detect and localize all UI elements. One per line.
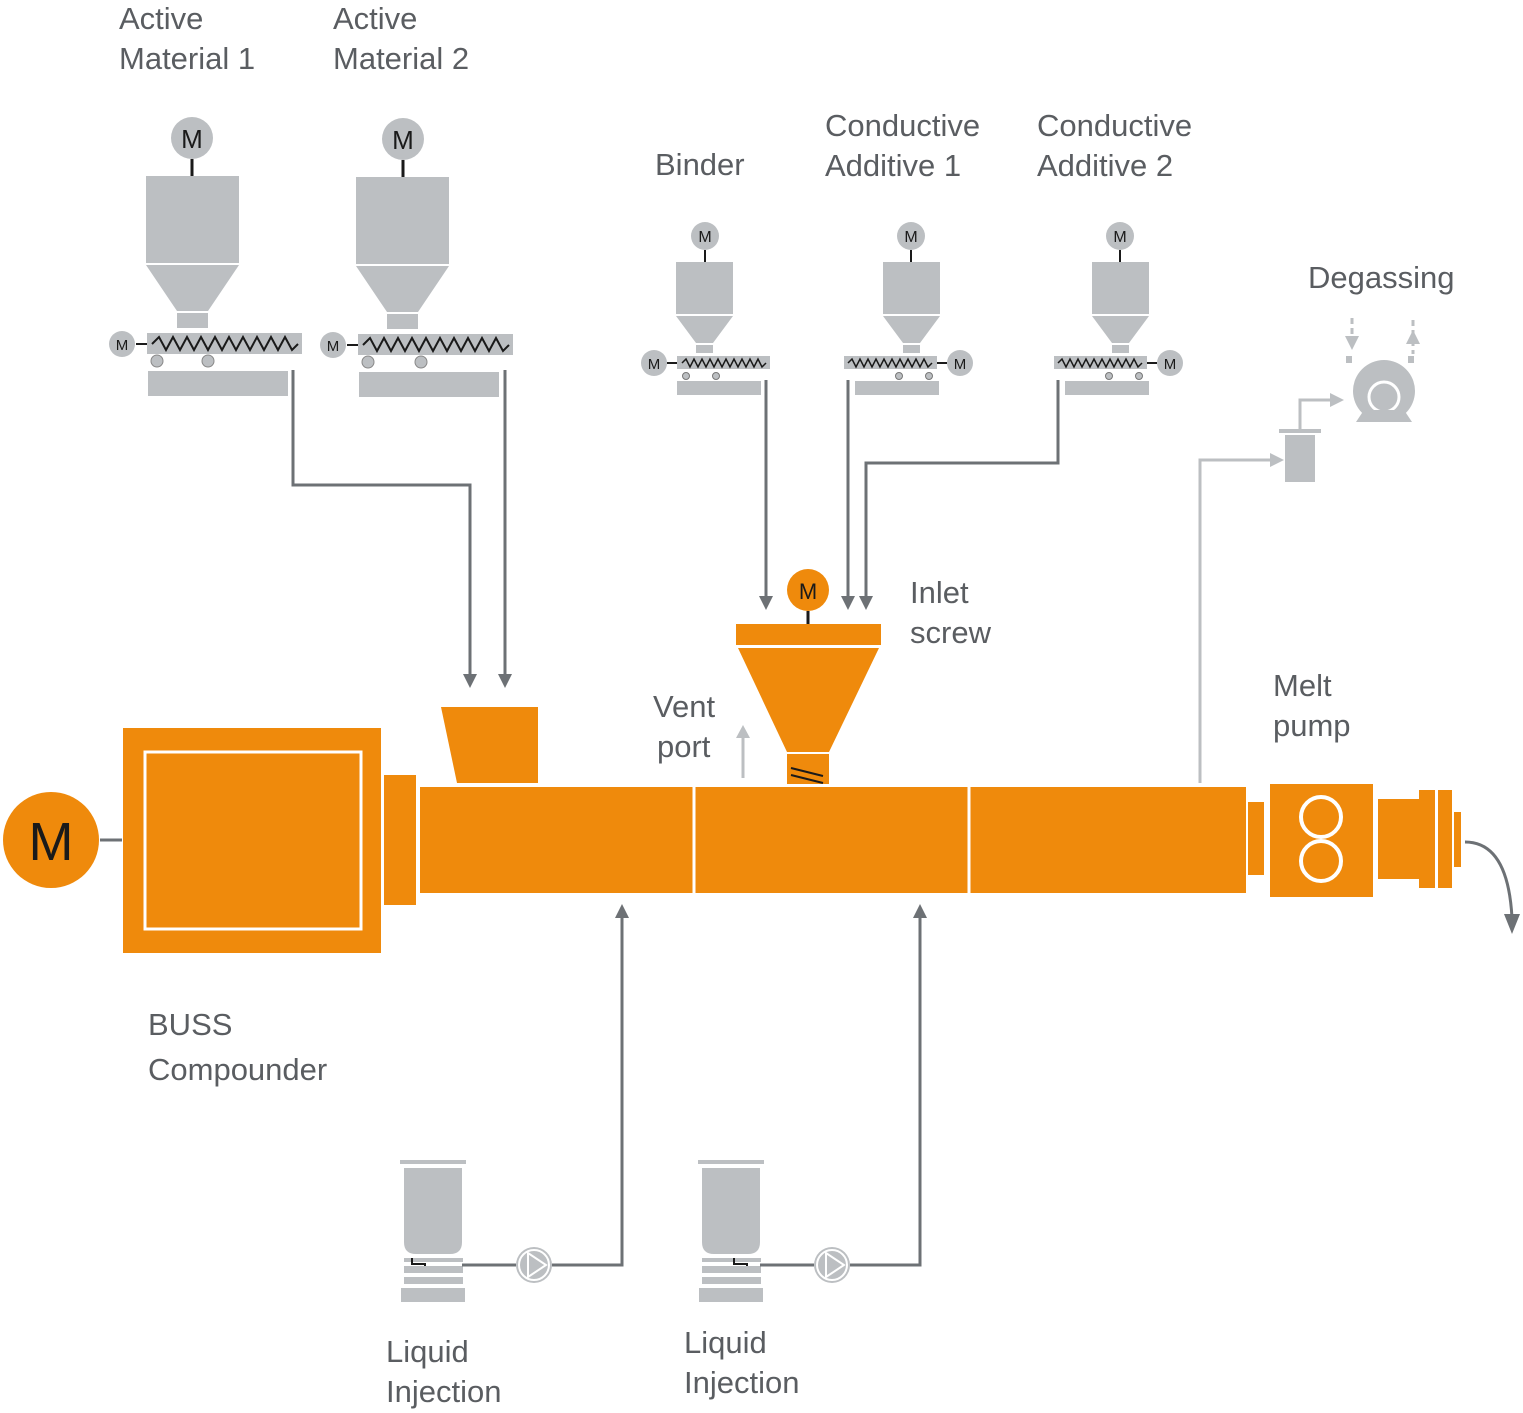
discharge-arrow xyxy=(1464,840,1520,934)
pump-icon xyxy=(814,1247,850,1283)
svg-text:M: M xyxy=(799,579,817,604)
active-material-2-label: Active Material 2 xyxy=(333,1,469,76)
degassing-unit xyxy=(1198,318,1420,783)
motor-icon xyxy=(691,222,719,250)
melt-pump-label: Melt pump xyxy=(1273,668,1351,743)
svg-text:M: M xyxy=(904,229,917,246)
motor-icon xyxy=(109,331,135,357)
svg-text:M: M xyxy=(1164,356,1177,373)
conductive-additive-1-label: Conductive Additive 1 xyxy=(825,108,989,183)
barrel xyxy=(420,787,1246,893)
motor-icon xyxy=(1157,350,1183,376)
svg-text:M: M xyxy=(1113,229,1126,246)
vent-port-label: Vent port xyxy=(653,689,724,764)
motor-icon xyxy=(897,222,925,250)
svg-text:M: M xyxy=(392,125,414,155)
vent-port-arrow xyxy=(736,725,750,778)
liquid-tank-icon xyxy=(702,1168,760,1254)
motor-icon xyxy=(382,118,424,160)
motor-icon xyxy=(320,332,346,358)
binder-label: Binder xyxy=(655,147,745,182)
condenser-icon xyxy=(1285,435,1315,482)
liquid-injection-1 xyxy=(400,904,629,1302)
conductive-additive-2-feeder: M M xyxy=(1054,222,1183,395)
main-feed-hopper xyxy=(441,707,538,783)
inlet-screw: M xyxy=(736,569,881,784)
motor-icon xyxy=(1106,222,1134,250)
motor-icon xyxy=(787,569,829,611)
active-material-1-label: Active Material 1 xyxy=(119,1,255,76)
buss-compounder: M xyxy=(3,707,1246,953)
conductive-additive-2-feed-line xyxy=(864,380,1060,605)
degassing-label: Degassing xyxy=(1308,260,1454,295)
svg-text:M: M xyxy=(116,337,129,354)
gearbox xyxy=(123,728,381,953)
degassing-line xyxy=(1198,458,1276,783)
liquid-injection-1-label: Liquid Injection xyxy=(386,1334,501,1409)
svg-text:M: M xyxy=(29,812,74,872)
svg-text:M: M xyxy=(954,356,967,373)
svg-text:M: M xyxy=(327,338,340,355)
main-motor-icon xyxy=(3,792,99,888)
feed-lines xyxy=(291,370,1060,688)
liquid-injection-2-label: Liquid Injection xyxy=(684,1325,799,1400)
motor-icon xyxy=(171,117,213,159)
inlet-screw-label: Inlet screw xyxy=(910,575,992,650)
melt-pump xyxy=(1248,784,1461,897)
binder-feeder: M M xyxy=(641,222,770,395)
conductive-additive-1-feeder: M M xyxy=(844,222,973,395)
liquid-injection-2-line xyxy=(850,915,922,1267)
motor-icon xyxy=(947,350,973,376)
svg-text:M: M xyxy=(648,356,661,373)
liquid-injection-2 xyxy=(698,904,927,1302)
vacuum-pump-icon xyxy=(1353,360,1415,422)
buss-compounder-label: BUSS Compounder xyxy=(148,1007,327,1087)
conductive-additive-2-label: Conductive Additive 2 xyxy=(1037,108,1201,183)
motor-icon xyxy=(641,350,667,376)
active-material-2-feeder: M M xyxy=(320,118,513,397)
active-material-1-feeder: M M xyxy=(109,117,302,396)
liquid-tank-icon xyxy=(404,1168,462,1254)
motor-symbol: M xyxy=(181,124,203,154)
active-material-1-feed-line xyxy=(291,370,472,684)
pump-icon xyxy=(516,1247,552,1283)
liquid-injection-1-line xyxy=(552,915,624,1267)
svg-text:M: M xyxy=(698,229,711,246)
